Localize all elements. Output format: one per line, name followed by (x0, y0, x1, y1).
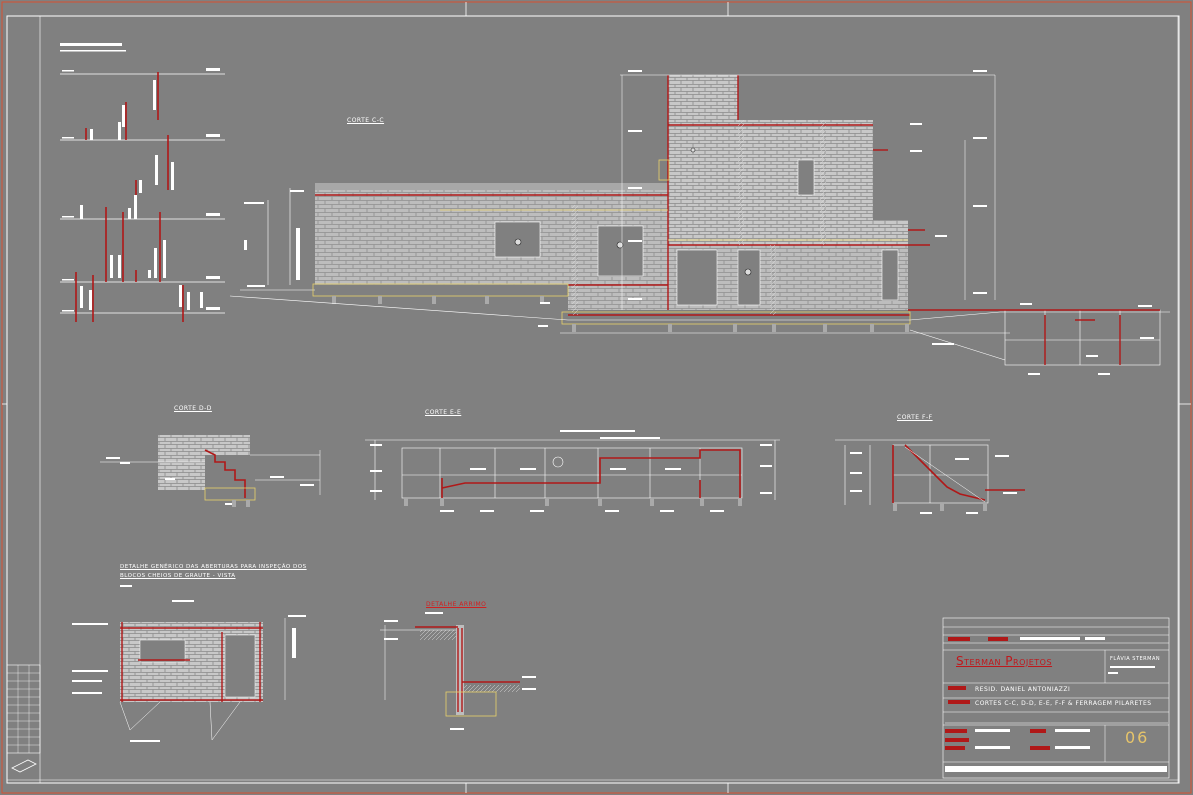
section-label-ff: CORTE F-F (897, 414, 933, 421)
generic-opening-detail-drawing (72, 585, 306, 742)
corte-ff-drawing (835, 439, 1025, 514)
project-name: RESID. DANIEL ANTONIAZZI (975, 686, 1071, 693)
sheet-content: CORTES C-C, D-D, E-E, F-F & FERRAGEM PIL… (975, 700, 1152, 707)
corte-ee-drawing (365, 430, 780, 512)
corte-dd-drawing (100, 435, 321, 507)
generic-detail-title-line1: DETALHE GENÉRICO DAS ABERTURAS PARA INSP… (120, 564, 307, 570)
section-label-cc: CORTE C-C (347, 117, 385, 124)
pilarete-reinforcement-detail (60, 43, 225, 322)
company-name: Sterman Projetos (956, 654, 1053, 668)
corte-cc-drawing (229, 70, 1170, 375)
section-label-ee: CORTE E-E (425, 409, 462, 416)
retaining-wall-detail-drawing (380, 612, 536, 730)
generic-detail-title-line2: BLOCOS CHEIOS DE GRAUTE - VISTA (120, 573, 236, 579)
sheet-number: 06 (1125, 728, 1150, 747)
logo-icon (11, 759, 37, 773)
section-label-dd: CORTE D-D (174, 405, 212, 412)
arrimo-detail-title: DETALHE ARRIMO (426, 601, 487, 608)
revision-table (6, 664, 41, 773)
inner-border (6, 15, 1180, 784)
title-block (942, 617, 1170, 779)
designer-name: FLÁVIA STERMAN (1110, 656, 1161, 662)
